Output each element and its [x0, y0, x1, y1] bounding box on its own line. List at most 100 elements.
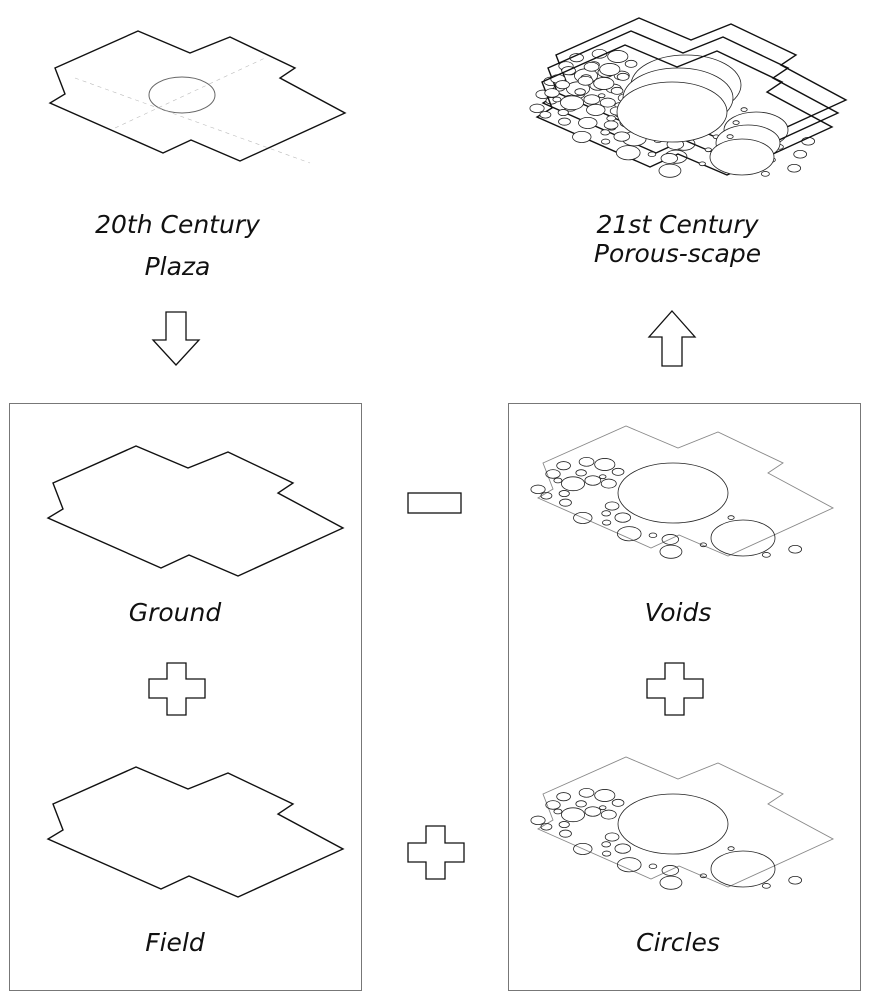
pattern-circle: [555, 80, 570, 90]
pattern-circle: [699, 873, 707, 879]
pattern-circle: [577, 75, 594, 86]
pattern-outline: [535, 44, 834, 176]
pattern-circle: [710, 850, 776, 888]
pattern-circle: [553, 477, 563, 484]
pattern-circle: [602, 519, 612, 526]
pattern-circle: [578, 787, 595, 798]
field-label: Field: [145, 928, 205, 957]
porous-layer: [529, 44, 834, 178]
pattern-circle: [727, 846, 735, 851]
voids-label: Voids: [644, 598, 712, 627]
top-left-line2: Plaza: [144, 252, 211, 281]
pattern-circle: [572, 130, 592, 143]
pattern-circle: [761, 552, 771, 558]
pattern-circle: [601, 510, 611, 517]
pattern-circle: [787, 163, 802, 173]
pattern-circle: [573, 511, 593, 524]
plaza-drawing: [49, 30, 346, 164]
pattern-circle: [616, 857, 642, 873]
pattern-circle: [610, 86, 624, 95]
pattern-circle: [617, 793, 729, 855]
pattern-circle: [658, 163, 682, 178]
ground-label: Ground: [128, 598, 222, 627]
left-panel: [9, 403, 362, 991]
pattern-circle: [575, 469, 587, 477]
pattern-circle: [539, 111, 552, 119]
pattern-circle: [583, 94, 601, 105]
pattern-circle: [599, 805, 607, 811]
pattern-circle: [611, 467, 625, 476]
pattern-outline: [537, 756, 835, 888]
pattern-circle: [710, 519, 776, 557]
pattern-circle: [602, 850, 612, 857]
pattern-circle: [601, 841, 611, 848]
pattern-circle: [604, 832, 620, 842]
plus-icon-center: [407, 825, 465, 880]
pattern-circle: [573, 842, 593, 855]
pattern-circle: [704, 147, 712, 153]
circles-label: Circles: [636, 928, 720, 957]
pattern-circle: [788, 875, 803, 885]
pattern-circle: [788, 544, 803, 554]
right-panel: [508, 403, 861, 991]
pattern-circle: [598, 93, 606, 99]
pattern-circle: [584, 475, 602, 486]
pattern-circle: [793, 149, 808, 159]
ground-drawing: [47, 445, 344, 577]
pattern-circle: [591, 48, 608, 59]
pattern-circle: [659, 875, 683, 890]
pattern-circle: [726, 134, 734, 139]
pattern-circle: [584, 806, 602, 817]
porous-scape-drawing: [529, 17, 848, 178]
pattern-circle: [553, 808, 563, 815]
pattern-circle: [594, 789, 616, 802]
pattern-circle: [614, 512, 631, 523]
pattern-outline: [541, 30, 840, 162]
pattern-circle: [660, 153, 679, 164]
pattern-circle: [616, 81, 728, 143]
pattern-circle: [615, 145, 641, 161]
pattern-circle: [727, 515, 735, 520]
voids-drawing: [530, 425, 835, 559]
pattern-circle: [559, 498, 572, 507]
pattern-circle: [648, 863, 658, 870]
pattern-circle: [556, 792, 571, 802]
pattern-circle: [583, 61, 600, 72]
pattern-circle: [545, 469, 561, 479]
pattern-circle: [557, 109, 569, 117]
pattern-circle: [575, 800, 587, 808]
minus-icon: [407, 492, 462, 514]
top-right-line1: 21st Century: [596, 210, 759, 239]
pattern-circle: [601, 138, 611, 145]
pattern-circle: [540, 823, 553, 831]
pattern-circle: [699, 542, 707, 548]
pattern-circle: [698, 161, 706, 167]
pattern-circle: [600, 809, 617, 820]
top-right-title: 21st Century Porous-scape: [555, 212, 800, 266]
pattern-circle: [578, 116, 598, 129]
pattern-circle: [624, 59, 638, 68]
pattern-circle: [616, 72, 630, 81]
pattern-circle: [600, 129, 610, 136]
pattern-circle: [647, 151, 657, 158]
top-left-title: 20th Century Plaza: [55, 212, 300, 279]
pattern-circle: [560, 95, 585, 111]
pattern-circle: [529, 103, 545, 114]
pattern-circle: [545, 800, 561, 810]
pattern-circle: [614, 843, 631, 854]
pattern-circle: [586, 103, 606, 116]
circles-drawing: [530, 756, 835, 890]
pattern-circle: [600, 478, 617, 489]
pattern-circle: [606, 115, 616, 122]
pattern-circle: [740, 107, 748, 112]
pattern-circle: [574, 88, 586, 96]
pattern-circle: [611, 798, 625, 807]
pattern-circle: [607, 50, 629, 63]
top-left-line1: 20th Century: [95, 210, 260, 239]
pattern-circle: [556, 461, 571, 471]
pattern-circle: [599, 474, 607, 480]
pattern-circle: [578, 456, 595, 467]
pattern-circle: [732, 120, 740, 125]
